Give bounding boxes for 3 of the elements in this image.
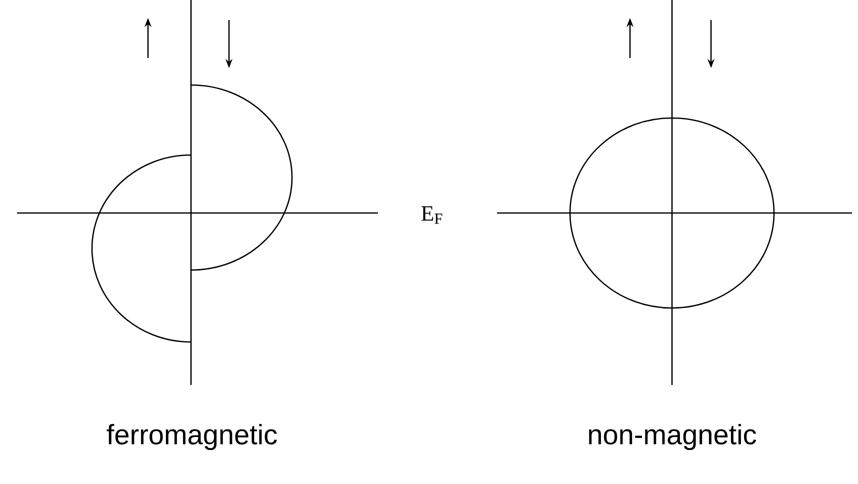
caption: ferromagnetic	[106, 424, 277, 450]
axis-label: E$_{F}$	[421, 206, 442, 224]
caption: non-magnetic	[589, 424, 756, 450]
